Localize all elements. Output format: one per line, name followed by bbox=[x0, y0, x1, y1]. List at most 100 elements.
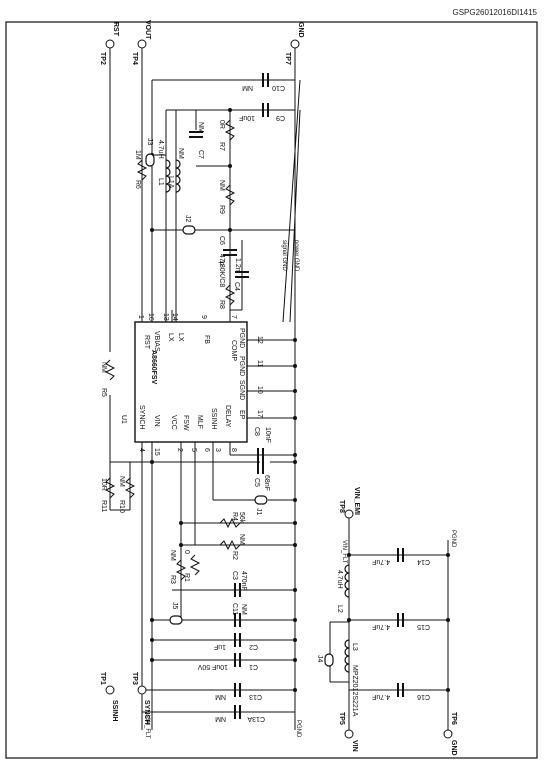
pin-vcc-num: 2 bbox=[176, 448, 183, 452]
r8-ref: R8 bbox=[218, 300, 225, 309]
c15-ref: C15 bbox=[417, 623, 430, 630]
pin-pgnd2-num: 11 bbox=[256, 360, 263, 367]
c3-ref: C3 bbox=[231, 571, 238, 580]
tp6-net: GND bbox=[450, 740, 457, 756]
pin-vcc-name: VCC bbox=[170, 415, 177, 430]
r5-ref: R5 bbox=[100, 388, 107, 397]
test-point-tp1 bbox=[105, 685, 115, 695]
net-signal-gnd: signal GND bbox=[281, 240, 287, 271]
ic-part-label: A8660FSV bbox=[150, 350, 157, 385]
pin-vin-num: 15 bbox=[153, 448, 160, 456]
r8-value: 180K/C8 bbox=[218, 260, 225, 287]
pin-fsw-name: FSW bbox=[182, 415, 189, 431]
c11-ref: C11 bbox=[231, 603, 238, 615]
r11-ref: R11 bbox=[100, 500, 107, 512]
c5-ref: C5 bbox=[253, 478, 260, 487]
r9-value: NM bbox=[218, 180, 225, 191]
tp8-net: VIN_EMI bbox=[353, 487, 360, 515]
test-point-tp3 bbox=[137, 685, 147, 695]
pin-synch-name: SYNCH bbox=[138, 405, 145, 430]
c4-ref: C4 bbox=[233, 282, 240, 291]
tp5-ref: TP5 bbox=[338, 712, 345, 725]
pin-pgnd1-num: 12 bbox=[256, 336, 263, 344]
r10-ref: R10 bbox=[118, 500, 125, 513]
c10-ref: C10 bbox=[272, 84, 285, 91]
c6-ref: C6 bbox=[218, 236, 225, 245]
tp1-ref: TP1 bbox=[99, 672, 106, 685]
c13-value: NM bbox=[215, 693, 226, 700]
j3-ref: J3 bbox=[146, 138, 153, 146]
c5-value: 68nF bbox=[263, 475, 270, 491]
r6-value: 1M bbox=[134, 150, 141, 160]
tp5-net: VIN bbox=[351, 740, 358, 752]
test-points bbox=[105, 39, 453, 739]
pin-mlf-num: 6 bbox=[203, 448, 210, 452]
pin-sgnd-name: SGND bbox=[238, 380, 245, 400]
pin-ep-name: EP bbox=[238, 410, 245, 420]
test-point-tp4 bbox=[137, 39, 147, 49]
c14-value: 4.7uF bbox=[372, 558, 390, 565]
tp7-net: GND bbox=[297, 22, 304, 38]
test-point-tp2 bbox=[105, 39, 115, 49]
j4-ref: J4 bbox=[316, 655, 323, 663]
c2-value: 1uF bbox=[214, 643, 226, 650]
j1-ref: J1 bbox=[255, 508, 262, 516]
pin-comp-name: COMP bbox=[230, 340, 237, 361]
pin-delay-num: 8 bbox=[230, 448, 237, 452]
test-point-tp7 bbox=[290, 39, 300, 49]
r1-ref: R1 bbox=[183, 573, 190, 582]
pin-pgnd2-name: PGND bbox=[238, 356, 245, 376]
c15-value: 4.7uF bbox=[372, 623, 390, 630]
r4-value: 56k bbox=[238, 512, 245, 524]
tp6-ref: TP6 bbox=[450, 712, 457, 725]
resistor-symbols bbox=[104, 119, 241, 581]
tp4-net: VOUT bbox=[144, 20, 151, 40]
c4-value: 1.2n bbox=[234, 258, 241, 272]
jumper-symbols bbox=[145, 153, 334, 667]
test-point-tp8 bbox=[344, 509, 354, 519]
pin-fb-num: 9 bbox=[200, 315, 207, 319]
l1-ref: L1 bbox=[157, 178, 164, 186]
j2-ref: J2 bbox=[184, 215, 191, 223]
r7-value: 0R bbox=[218, 120, 225, 129]
r1-value: 0 bbox=[183, 550, 190, 554]
pin-sgnd-num: 10 bbox=[256, 386, 263, 394]
c6-value: 47p bbox=[218, 254, 225, 266]
r9-ref: R9 bbox=[218, 205, 225, 214]
tp4-ref: TP4 bbox=[131, 52, 138, 65]
l1a-value: NM bbox=[177, 148, 184, 159]
pin-ep-num: 17 bbox=[256, 410, 263, 418]
tp7-ref: TP7 bbox=[284, 52, 291, 65]
pin-mlf-name: MLF bbox=[196, 415, 203, 429]
r6-ref: R6 bbox=[134, 180, 141, 189]
c7-ref: C7 bbox=[197, 150, 204, 159]
capacitor-symbols bbox=[189, 73, 404, 719]
c1-value: 10uF 50V bbox=[197, 663, 228, 670]
tp2-net: RST bbox=[112, 22, 119, 37]
pin-fsw-num: 5 bbox=[190, 448, 197, 452]
c16-ref: C16 bbox=[417, 693, 430, 700]
c13a-ref: C13A bbox=[247, 715, 265, 722]
c10-value: NM bbox=[242, 84, 253, 91]
net-pgnd-top: PGND bbox=[450, 530, 456, 548]
c1-ref: C1 bbox=[249, 663, 258, 670]
net-power-gnd: power GND bbox=[293, 240, 299, 272]
pin-fb-name: FB bbox=[203, 335, 210, 344]
c11-value: NM bbox=[240, 604, 247, 615]
c8-ref: C8 bbox=[253, 427, 260, 436]
pin-rst-num: 1 bbox=[137, 315, 144, 319]
l3-ref: L3 bbox=[351, 643, 358, 651]
l2-ref: L2 bbox=[336, 605, 343, 613]
c3-value: 470nF bbox=[240, 571, 247, 591]
pin-pgnd1-name: PGND bbox=[238, 328, 245, 348]
net-pgnd-bottom: PGND bbox=[295, 720, 301, 738]
pin-vbias-num: 16 bbox=[147, 313, 154, 321]
pin-rst-name: RST bbox=[143, 335, 150, 350]
net-vin-flt-bottom: VIN_FLT bbox=[144, 715, 150, 739]
c14-ref: C14 bbox=[417, 558, 430, 565]
j5-ref: J5 bbox=[171, 602, 178, 610]
junction-dots bbox=[140, 108, 450, 692]
c16-value: 4.7uF bbox=[372, 693, 390, 700]
r11-value: 10R bbox=[100, 478, 107, 491]
